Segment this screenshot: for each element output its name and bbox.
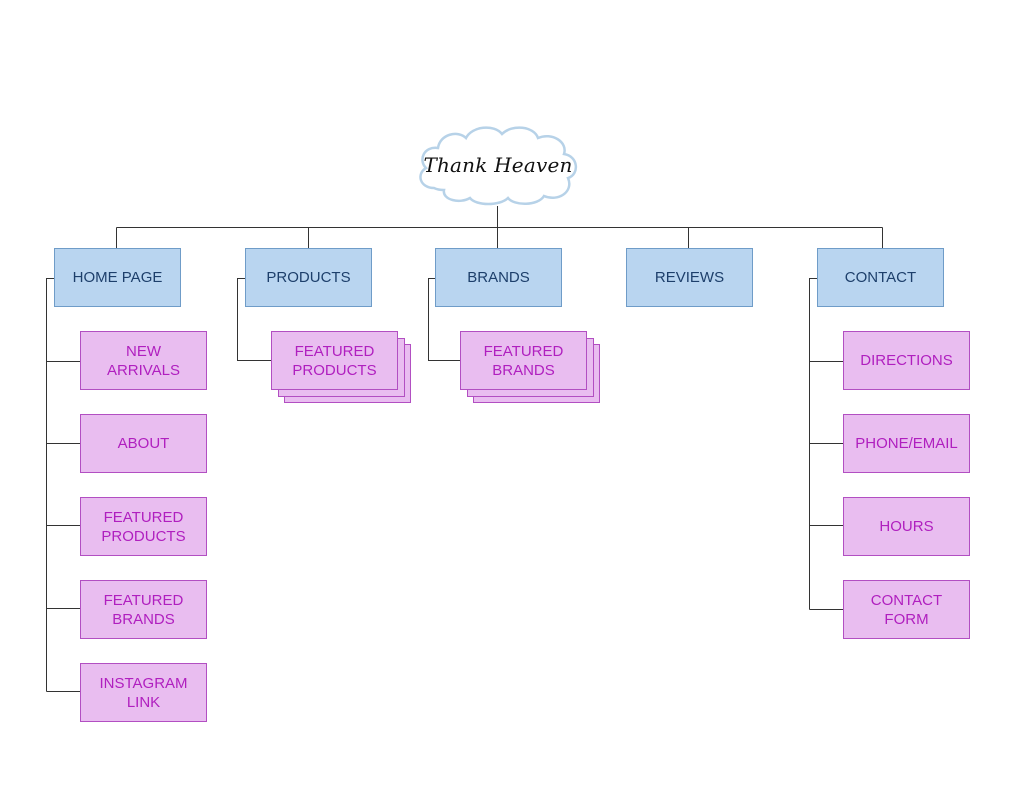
connector-home-spine (46, 278, 54, 692)
page-featured-brands[interactable]: FEATURED BRANDS (80, 580, 207, 639)
section-products[interactable]: PRODUCTS (245, 248, 372, 307)
section-contact[interactable]: CONTACT (817, 248, 944, 307)
site-logo[interactable]: Thank Heaven (414, 122, 582, 208)
page-directions[interactable]: DIRECTIONS (843, 331, 970, 390)
connector-contact-spine (809, 278, 817, 610)
connector-products-child (237, 278, 271, 361)
connector-brands-child (428, 278, 460, 361)
page-instagram-link[interactable]: INSTAGRAM LINK (80, 663, 207, 722)
logo-text: Thank Heaven (423, 153, 573, 177)
section-reviews[interactable]: REVIEWS (626, 248, 753, 307)
section-brands[interactable]: BRANDS (435, 248, 562, 307)
page-new-arrivals[interactable]: NEW ARRIVALS (80, 331, 207, 390)
page-stack-featured-products[interactable]: FEATURED PRODUCTS (271, 331, 411, 404)
section-home-page[interactable]: HOME PAGE (54, 248, 181, 307)
page-about[interactable]: ABOUT (80, 414, 207, 473)
page-phone-email[interactable]: PHONE/EMAIL (843, 414, 970, 473)
page-hours[interactable]: HOURS (843, 497, 970, 556)
page-featured-products-stack-label: FEATURED PRODUCTS (271, 331, 398, 390)
page-featured-products[interactable]: FEATURED PRODUCTS (80, 497, 207, 556)
page-contact-form[interactable]: CONTACT FORM (843, 580, 970, 639)
page-stack-featured-brands[interactable]: FEATURED BRANDS (460, 331, 600, 404)
page-featured-brands-stack-label: FEATURED BRANDS (460, 331, 587, 390)
cloud-icon (419, 126, 577, 206)
